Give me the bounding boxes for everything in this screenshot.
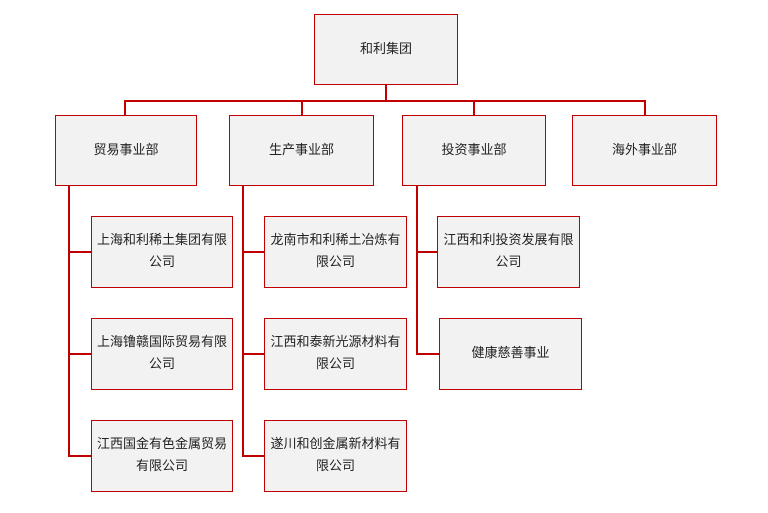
division-investment: 投资事业部 [402, 115, 546, 186]
company-node-2-3: 遂川和创金属新材料有限公司 [264, 420, 407, 492]
division-production: 生产事业部 [229, 115, 374, 186]
company-node-1-1: 上海和利稀土集团有限公司 [91, 216, 233, 288]
company-node-2-2: 江西和泰新光源材料有限公司 [264, 318, 407, 390]
company-node-2-1: 龙南市和利稀土冶炼有限公司 [264, 216, 407, 288]
company-node-3-1: 江西和利投资发展有限公司 [437, 216, 580, 288]
company-node-1-2: 上海镥赣国际贸易有限公司 [91, 318, 233, 390]
company-node-1-3: 江西国金有色金属贸易有限公司 [91, 420, 233, 492]
root-node: 和利集团 [314, 14, 458, 85]
division-trade: 贸易事业部 [55, 115, 197, 186]
company-node-3-2: 健康慈善事业 [439, 318, 582, 390]
division-overseas: 海外事业部 [572, 115, 717, 186]
